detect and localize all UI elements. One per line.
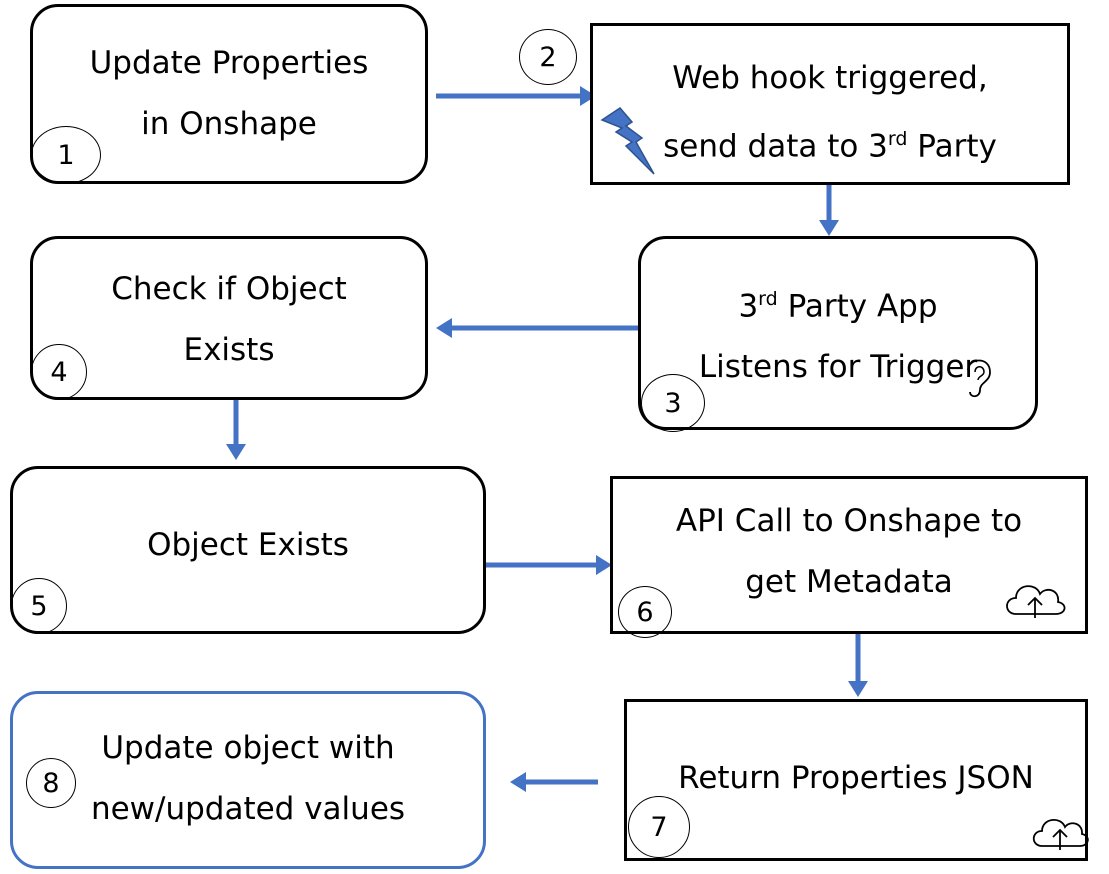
- arrowhead-6-to-7: [848, 681, 868, 697]
- step-2-line-2-tail: Party: [907, 128, 997, 165]
- cloud-upload-icon: [1006, 585, 1066, 618]
- step-8-number-badge: 8: [26, 758, 76, 808]
- arrowhead-4-to-5: [226, 444, 246, 460]
- step-3-label: 3rd Party App Listens for Trigger: [641, 269, 1035, 398]
- lightning-icon: [600, 107, 655, 175]
- cloud-upload-icon: [1032, 819, 1089, 850]
- step-5-box: Object Exists: [10, 466, 486, 634]
- step-4-line-1: Check if Object: [111, 271, 347, 307]
- step-3-line-1-main: 3: [738, 288, 759, 325]
- step-2-box: Web hook triggered, send data to 3rd Par…: [590, 23, 1070, 185]
- step-8-label: Update object with new/updated values: [13, 718, 483, 840]
- step-8-line-1: Update object with: [101, 730, 395, 766]
- step-3-box: 3rd Party App Listens for Trigger: [638, 236, 1038, 430]
- arrowhead-1-to-2: [580, 86, 596, 106]
- step-8-line-2: new/updated values: [90, 791, 406, 827]
- step-3-line-1-superscript: rd: [758, 288, 778, 310]
- step-1-line-2: in Onshape: [141, 106, 317, 142]
- arrowhead-3-to-4: [436, 318, 452, 338]
- step-2-line-1: Web hook triggered,: [672, 60, 988, 96]
- step-4-label: Check if Object Exists: [33, 259, 425, 381]
- step-2-line-2-superscript: rd: [887, 128, 908, 150]
- step-3-line-1-tail: Party App: [777, 288, 938, 325]
- step-1-number-badge: 1: [31, 126, 101, 184]
- ear-icon: [967, 359, 991, 398]
- step-7-line-1: Return Properties JSON: [678, 760, 1034, 796]
- step-2-label: Web hook triggered, send data to 3rd Par…: [593, 48, 1067, 177]
- step-2-line-2: send data to 3rd Party: [593, 109, 1067, 177]
- step-5-label: Object Exists: [13, 515, 483, 576]
- step-6-label: API Call to Onshape to get Metadata: [613, 491, 1085, 613]
- step-1-label: Update Properties in Onshape: [33, 33, 425, 155]
- step-6-line-1: API Call to Onshape to: [675, 503, 1023, 539]
- step-1-line-1: Update Properties: [89, 45, 369, 81]
- step-8-box: Update object with new/updated values: [10, 691, 486, 869]
- step-6-line-2: get Metadata: [745, 564, 953, 600]
- step-6-box: API Call to Onshape to get Metadata: [610, 476, 1088, 634]
- step-2-line-2-main: send data to 3: [663, 128, 888, 165]
- step-5-number-badge: 5: [11, 578, 67, 634]
- step-3-number-badge: 3: [641, 374, 705, 432]
- step-7-box: Return Properties JSON: [624, 699, 1088, 861]
- step-4-line-2: Exists: [183, 332, 275, 368]
- step-7-label: Return Properties JSON: [627, 748, 1085, 809]
- arrowhead-7-to-8: [510, 772, 526, 792]
- step-3-line-2: Listens for Trigger: [698, 349, 978, 386]
- step-4-number-badge: 4: [31, 344, 87, 400]
- arrowhead-5-to-6: [596, 555, 612, 575]
- step-4-box: Check if Object Exists: [30, 236, 428, 400]
- step-7-number-badge: 7: [628, 796, 690, 858]
- step-2-number-badge: 2: [519, 29, 577, 85]
- step-6-number-badge: 6: [618, 586, 672, 638]
- arrowhead-2-to-3: [819, 220, 839, 236]
- step-5-line-1: Object Exists: [147, 527, 349, 563]
- step-3-line-1: 3rd Party App: [641, 269, 1035, 337]
